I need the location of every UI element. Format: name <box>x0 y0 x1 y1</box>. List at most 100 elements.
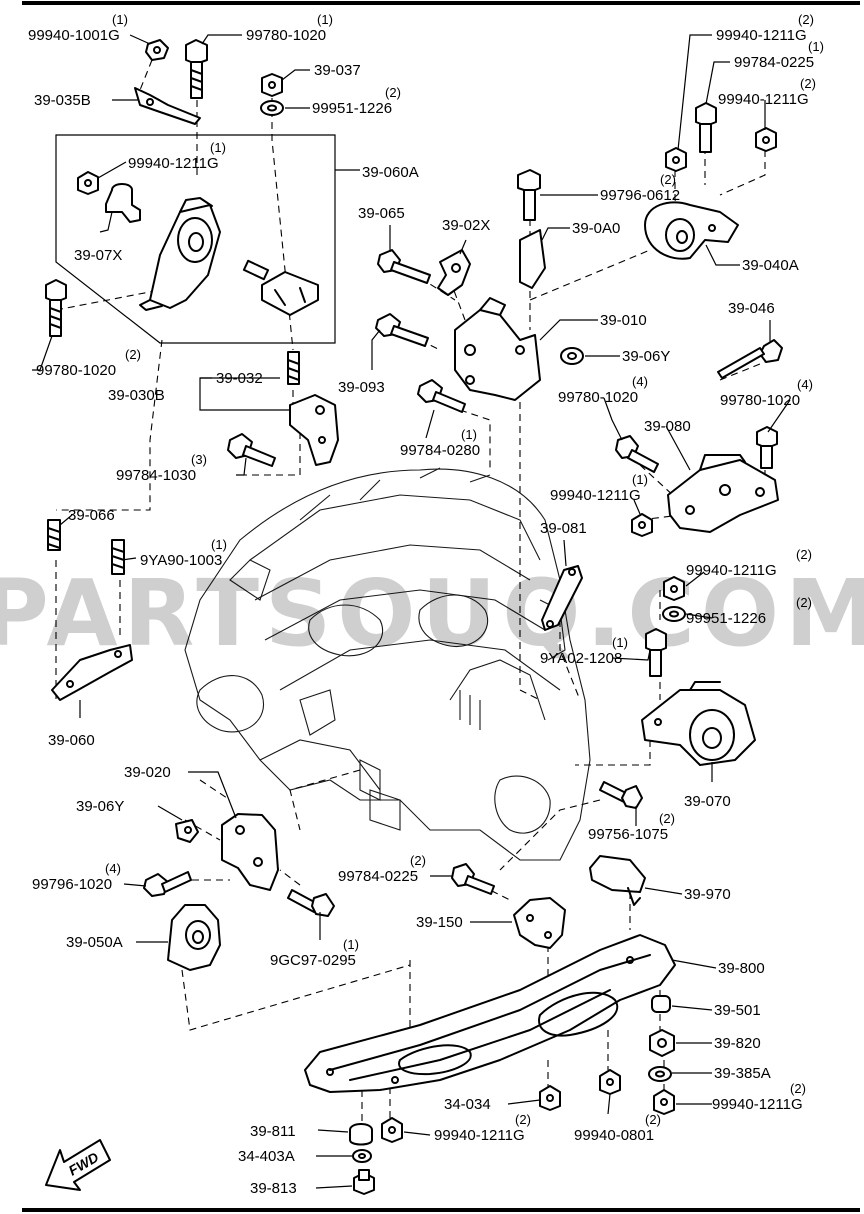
part-label[interactable]: 34-403A <box>238 1148 295 1165</box>
part-label[interactable]: 39-06Y <box>622 348 670 365</box>
part-label[interactable]: 99940-1211G(1) <box>550 472 648 504</box>
part-label[interactable]: 99780-1020(1) <box>246 12 333 44</box>
bolt-icon <box>615 435 659 473</box>
part-number: 39-970 <box>684 886 731 903</box>
part-label[interactable]: 39-080 <box>644 418 691 435</box>
bolt-icon <box>227 433 276 467</box>
part-label[interactable]: 39-811 <box>250 1123 296 1140</box>
part-label[interactable]: 39-07X <box>74 247 122 264</box>
part-label[interactable]: 39-065 <box>358 205 405 222</box>
part-label[interactable]: 39-820 <box>714 1035 761 1052</box>
part-label[interactable]: 99780-1020(2) <box>36 347 141 379</box>
part-label[interactable]: 39-081 <box>540 520 587 537</box>
part-quantity: (2) <box>796 547 812 562</box>
bolt-icon <box>645 628 667 677</box>
part-label[interactable]: 39-032 <box>216 370 263 387</box>
part-label[interactable]: 99784-0225(2) <box>338 853 426 885</box>
part-label[interactable]: 39-060 <box>48 732 95 749</box>
part-label[interactable]: 99784-0280(1) <box>400 427 480 459</box>
part-label[interactable]: 9YA02-1208(1) <box>540 635 628 667</box>
part-quantity: (2) <box>660 172 676 187</box>
part-label[interactable]: 99940-1001G(1) <box>28 12 128 44</box>
leader-lines <box>32 34 791 1189</box>
part-label[interactable]: 99940-1211G(2) <box>718 76 816 108</box>
part-label[interactable]: 99940-1211G(2) <box>716 12 814 44</box>
part-label[interactable]: 99784-0225(1) <box>734 39 824 71</box>
bolt-icon <box>517 169 541 221</box>
part-label[interactable]: 9YA90-1003(1) <box>140 537 227 569</box>
part-number: 34-034 <box>444 1096 491 1113</box>
bolt-icon <box>377 249 431 284</box>
part-quantity: (1) <box>343 937 359 952</box>
part-label[interactable]: 99940-1211G(2) <box>434 1112 531 1144</box>
nut-icon <box>663 576 685 601</box>
part-label[interactable]: 39-040A <box>742 257 799 274</box>
part-label[interactable]: 39-010 <box>600 312 647 329</box>
bracket-39-030B <box>289 394 339 466</box>
part-number: 39-032 <box>216 370 263 387</box>
part-label[interactable]: 99796-1020(4) <box>32 861 121 893</box>
part-label[interactable]: 39-093 <box>338 379 385 396</box>
washer-34-403A <box>352 1149 372 1163</box>
part-label[interactable]: 39-385A <box>714 1065 771 1082</box>
part-label[interactable]: 99951-1226 (2) <box>686 595 812 627</box>
part-number: 39-385A <box>714 1065 771 1082</box>
part-number: 34-403A <box>238 1148 295 1165</box>
clip-39-06Y <box>560 347 584 365</box>
part-label[interactable]: 99780-1020(4) <box>720 377 813 409</box>
part-label[interactable]: 39-813 <box>250 1180 297 1197</box>
part-number: 39-010 <box>600 312 647 329</box>
part-label[interactable]: 39-030B <box>108 387 165 404</box>
part-label[interactable]: 99940-1211G(1) <box>128 140 226 172</box>
part-label[interactable]: 9GC97-0295(1) <box>270 937 359 969</box>
part-label[interactable]: 39-037 <box>314 62 361 79</box>
part-label[interactable]: 39-06Y <box>76 798 124 815</box>
part-number: 99940-1211G <box>434 1127 525 1144</box>
part-label[interactable]: 99756-1075(2) <box>588 811 675 843</box>
part-label[interactable]: 39-800 <box>718 960 765 977</box>
part-quantity: (4) <box>105 861 121 876</box>
part-quantity: (3) <box>191 452 207 467</box>
part-label[interactable]: 39-0A0 <box>572 220 620 237</box>
part-label[interactable]: 99784-1030(3) <box>116 452 207 484</box>
part-quantity: (2) <box>796 595 812 610</box>
part-label[interactable]: 99940-0801(2) <box>574 1112 661 1144</box>
part-label[interactable]: 34-034 <box>444 1096 491 1113</box>
part-label[interactable]: 39-501 <box>714 1002 761 1019</box>
part-quantity: (2) <box>385 85 401 100</box>
part-label[interactable]: 39-060A <box>362 164 419 181</box>
part-quantity: (1) <box>808 39 824 54</box>
part-number: 9YA02-1208 <box>540 650 622 667</box>
part-number: 99940-0801 <box>574 1127 654 1144</box>
part-label[interactable]: 39-050A <box>66 934 123 951</box>
part-number: 99940-1211G <box>716 27 807 44</box>
part-label[interactable]: 39-020 <box>124 764 171 781</box>
part-label[interactable]: 99940-1211G(2) <box>686 547 812 579</box>
fwd-arrow-icon: FWD <box>45 1139 111 1191</box>
part-number: 99780-1020 <box>36 362 116 379</box>
part-label[interactable]: 99940-1211G(2) <box>712 1081 806 1113</box>
part-label[interactable]: 39-150 <box>416 914 463 931</box>
part-number: 99756-1075 <box>588 826 668 843</box>
part-quantity: (4) <box>797 377 813 392</box>
part-number: 39-080 <box>644 418 691 435</box>
part-label[interactable]: 39-970 <box>684 886 731 903</box>
part-label[interactable]: 99796-0612(2) <box>600 172 680 204</box>
part-number: 39-02X <box>442 217 490 234</box>
part-label[interactable]: 39-066 <box>68 507 115 524</box>
part-label[interactable]: 99780-1020(4) <box>558 374 648 406</box>
part-number: 39-065 <box>358 205 405 222</box>
part-label[interactable]: 39-046 <box>728 300 775 317</box>
part-label[interactable]: 39-035B <box>34 92 91 109</box>
part-label[interactable]: 39-070 <box>684 793 731 810</box>
bolt-icon <box>756 426 778 469</box>
bolt-icon <box>717 339 783 379</box>
bolt-icon <box>185 39 208 99</box>
part-label[interactable]: 99951-1226(2) <box>312 85 401 117</box>
bolt-icon <box>599 781 643 809</box>
part-number: 99951-1226 <box>686 610 766 627</box>
watermark: PARTSOUQ.COM <box>0 560 864 667</box>
part-label[interactable]: 39-02X <box>442 217 490 234</box>
bolt-icon <box>143 871 192 897</box>
labels: 99940-1001G(1)99780-1020(1)39-03799951-1… <box>28 12 824 1197</box>
